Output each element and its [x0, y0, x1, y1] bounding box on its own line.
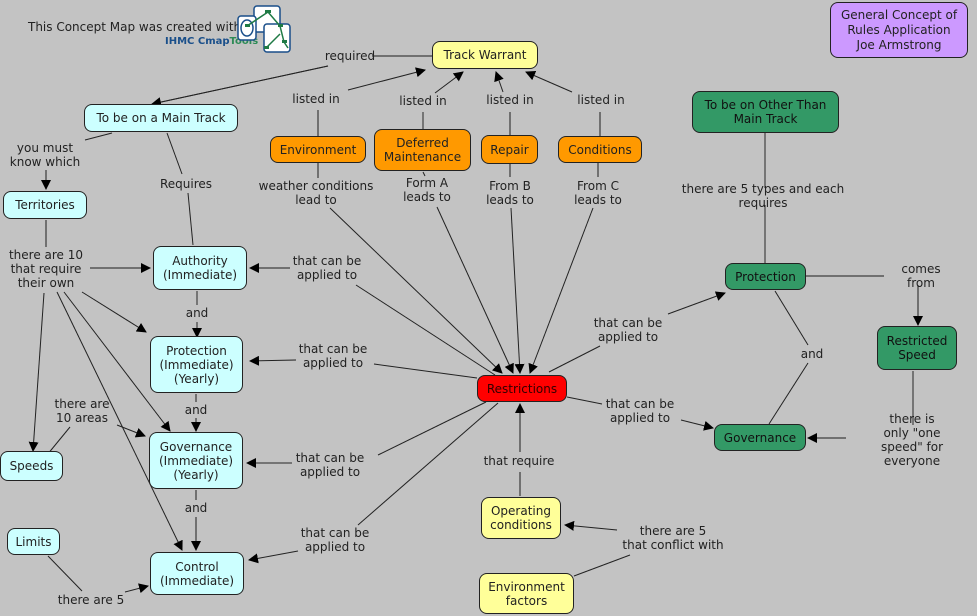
edge-arrow — [63, 291, 171, 432]
link-there-are-10-areas[interactable]: there are 10 areas — [54, 397, 110, 425]
link-there-are-5[interactable]: there are 5 — [57, 593, 125, 607]
link-that-require[interactable]: that require — [483, 454, 555, 468]
edge-arrow — [434, 71, 464, 94]
edge-arrow — [248, 550, 299, 564]
link-applied-protection[interactable]: that can be applied to — [298, 342, 368, 370]
link-listed-in-deferred[interactable]: listed in — [399, 94, 447, 108]
link-comes-from[interactable]: comes from — [901, 262, 941, 290]
brand-part2: Tools — [229, 36, 259, 47]
link-listed-in-repair[interactable]: listed in — [486, 93, 534, 107]
link-applied-protection-green[interactable]: that can be applied to — [593, 316, 663, 344]
edge-arrow — [124, 583, 149, 594]
concept-speeds[interactable]: Speeds — [0, 451, 63, 481]
concept-limits[interactable]: Limits — [7, 528, 60, 555]
link-from-c[interactable]: From C leads to — [574, 179, 622, 207]
concept-track-warrant[interactable]: Track Warrant — [432, 41, 538, 69]
link-required[interactable]: required — [324, 49, 376, 63]
link-and-2[interactable]: and — [184, 403, 208, 417]
link-five-types[interactable]: there are 5 types and each requires — [681, 182, 845, 210]
link-and-green[interactable]: and — [800, 347, 824, 361]
credit-text: This Concept Map was created with — [28, 20, 242, 34]
edge-arrow — [329, 207, 503, 374]
edge — [357, 402, 499, 526]
link-listed-in-conditions[interactable]: listed in — [577, 93, 625, 107]
concept-main-track[interactable]: To be on a Main Track — [84, 104, 238, 132]
link-one-speed[interactable]: there is only "one speed" for everyone — [880, 412, 944, 468]
brand-part1: IHMC Cmap — [165, 36, 230, 47]
concept-territories[interactable]: Territories — [3, 191, 87, 219]
edge — [573, 554, 631, 577]
link-applied-authority[interactable]: that can be applied to — [292, 254, 362, 282]
edge-arrow — [28, 292, 45, 452]
edge — [377, 401, 487, 456]
concept-authority[interactable]: Authority (Immediate) — [153, 246, 247, 290]
concept-protection-immediate-yearly[interactable]: Protection (Immediate) (Yearly) — [150, 336, 243, 393]
edge-arrow — [667, 291, 726, 315]
concept-other-than-main-track[interactable]: To be on Other Than Main Track — [692, 91, 839, 133]
link-applied-control[interactable]: that can be applied to — [300, 526, 370, 554]
concept-environment[interactable]: Environment — [270, 136, 366, 163]
concept-conditions[interactable]: Conditions — [558, 136, 642, 163]
edge — [355, 284, 496, 376]
link-there-are-10[interactable]: there are 10 that require their own — [8, 248, 84, 290]
edge-arrow — [528, 207, 594, 374]
edge — [768, 362, 809, 425]
edge-arrow — [116, 424, 146, 438]
link-weather[interactable]: weather conditions lead to — [258, 179, 374, 207]
edge-arrow — [81, 291, 147, 333]
edge-arrow — [249, 355, 297, 366]
edge-arrow — [525, 71, 573, 93]
edge-arrow — [436, 206, 514, 374]
link-listed-in-environment[interactable]: listed in — [292, 92, 340, 106]
cmaptools-logo-icon — [237, 5, 291, 53]
edge — [373, 363, 478, 379]
edge-arrow — [347, 67, 426, 91]
edge-arrow — [151, 65, 329, 107]
edge — [548, 345, 601, 373]
edge-arrow — [494, 71, 504, 93]
cmaptools-brand[interactable]: IHMC CmapTools — [165, 36, 258, 47]
concept-control[interactable]: Control (Immediate) — [150, 552, 244, 595]
edge — [774, 290, 809, 346]
edge — [47, 555, 83, 592]
link-from-b[interactable]: From B leads to — [486, 179, 534, 207]
edge-arrow — [564, 520, 618, 531]
concept-protection[interactable]: Protection — [725, 263, 806, 290]
link-form-a[interactable]: Form A leads to — [403, 176, 451, 204]
link-you-must-know[interactable]: you must know which — [9, 141, 81, 169]
edge — [187, 192, 194, 246]
link-and-3[interactable]: and — [184, 501, 208, 515]
edge-arrow — [680, 419, 714, 431]
link-conflict[interactable]: there are 5 that conflict with — [622, 524, 724, 552]
edge — [566, 396, 603, 405]
title-box[interactable]: General Concept of Rules Application Joe… — [830, 2, 968, 58]
link-applied-governance[interactable]: that can be applied to — [295, 451, 365, 479]
edge-arrow — [56, 291, 183, 551]
concept-governance[interactable]: Governance — [714, 424, 806, 451]
concept-repair[interactable]: Repair — [481, 135, 538, 164]
edge — [46, 426, 71, 456]
concept-deferred-maintenance[interactable]: Deferred Maintenance — [374, 129, 471, 171]
edge — [166, 132, 183, 175]
concept-operating-conditions[interactable]: Operating conditions — [481, 497, 561, 539]
link-applied-governance-green[interactable]: that can be applied to — [605, 397, 675, 425]
link-and-1[interactable]: and — [185, 306, 209, 320]
edge — [422, 171, 426, 177]
link-requires[interactable]: Requires — [159, 177, 213, 191]
edge-arrow — [510, 207, 525, 374]
concept-governance-immediate-yearly[interactable]: Governance (Immediate) (Yearly) — [149, 432, 243, 489]
edge — [84, 132, 113, 141]
concept-restricted-speed[interactable]: Restricted Speed — [877, 326, 957, 370]
concept-environment-factors[interactable]: Environment factors — [479, 573, 574, 614]
concept-restrictions[interactable]: Restrictions — [477, 375, 567, 402]
